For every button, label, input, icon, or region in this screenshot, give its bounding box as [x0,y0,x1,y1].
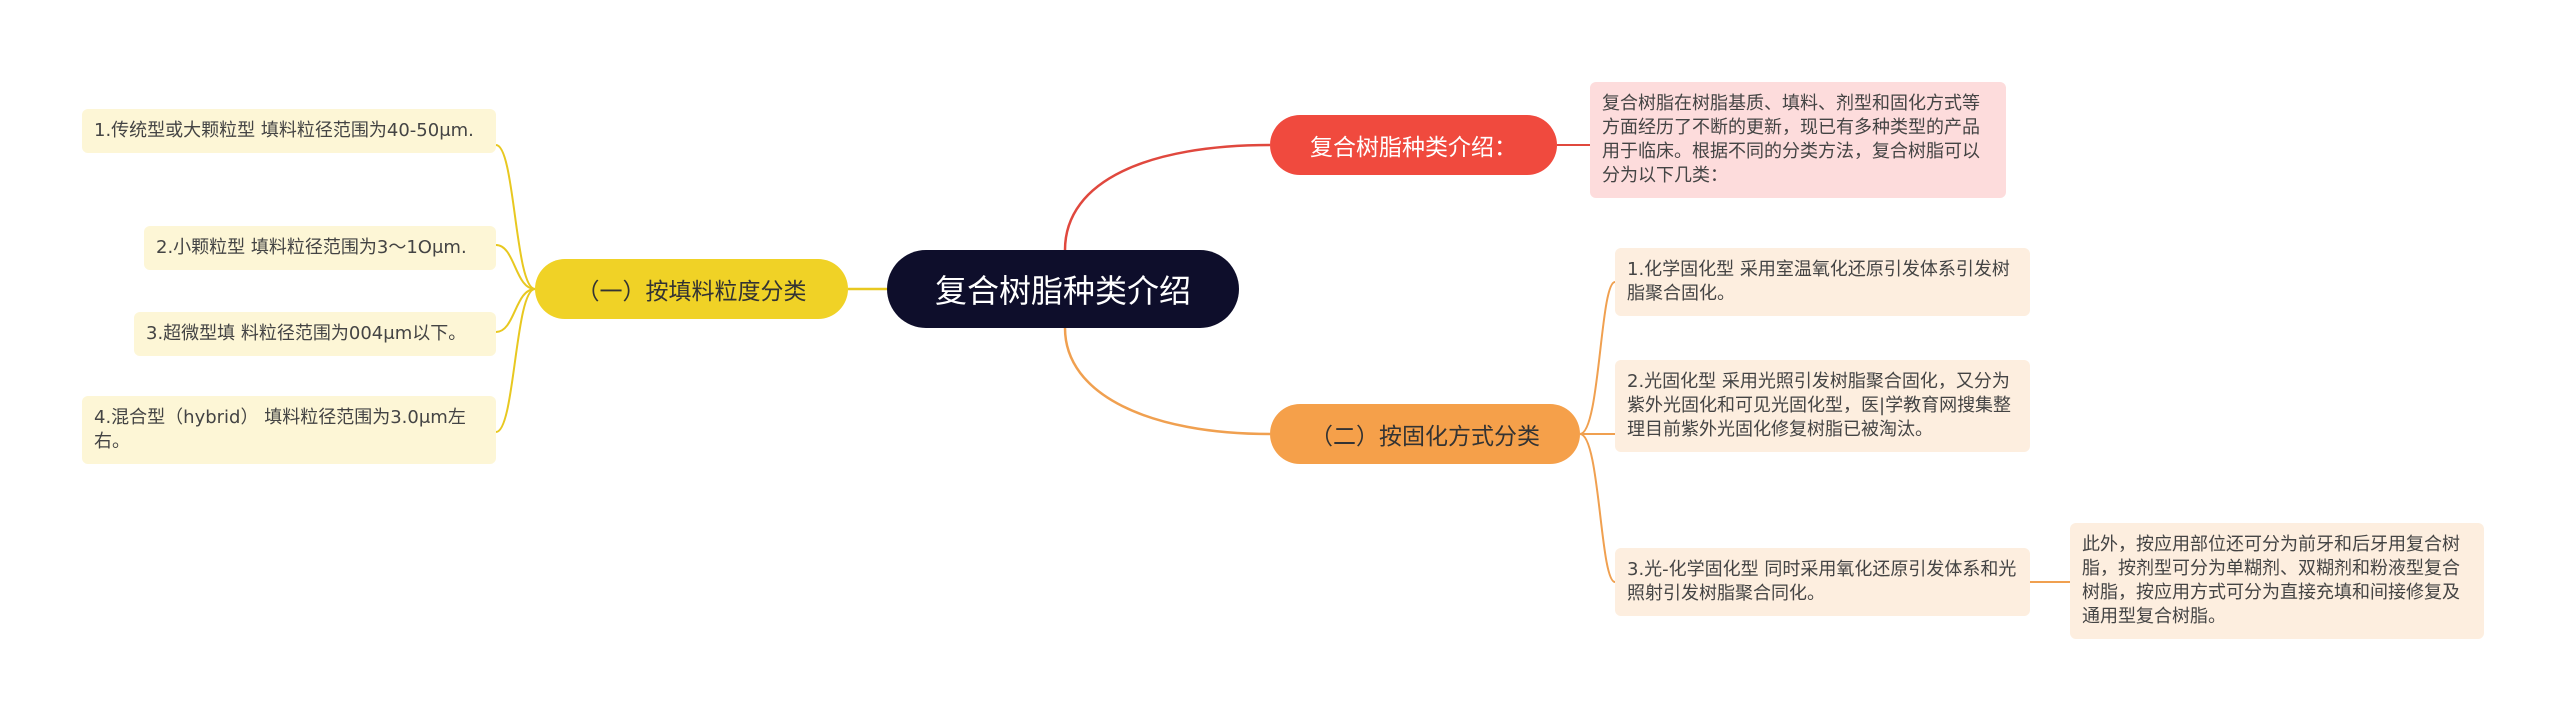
curing-leaf-2[interactable]: 2.光固化型 采用光照引发树脂聚合固化，又分为紫外光固化和可见光固化型，医|学教… [1615,360,2030,452]
particle-leaf-4[interactable]: 4.混合型（hybrid） 填料粒径范围为3.0μm左右。 [82,396,496,464]
curing-note[interactable]: 此外，按应用部位还可分为前牙和后牙用复合树脂，按剂型可分为单糊剂、双糊剂和粉液型… [2070,523,2484,639]
root-topic[interactable]: 复合树脂种类介绍 [887,250,1239,328]
particle-leaf-1[interactable]: 1.传统型或大颗粒型 填料粒径范围为40-50μm. [82,109,496,153]
branch-intro[interactable]: 复合树脂种类介绍： [1270,115,1557,175]
connector-particle-leaf-2 [495,244,536,290]
connector-root-intro [1063,143,1271,251]
curing-leaf-1[interactable]: 1.化学固化型 采用室温氧化还原引发体系引发树脂聚合固化。 [1615,248,2030,316]
branch-curing-method[interactable]: （二）按固化方式分类 [1270,404,1580,464]
connector-curing-leaf-1 [1579,281,1616,435]
branch-particle-size[interactable]: （一）按填料粒度分类 [535,259,848,319]
curing-leaf-3[interactable]: 3.光-化学固化型 同时采用氧化还原引发体系和光照射引发树脂聚合同化。 [1615,548,2030,616]
connector-root-curing [1063,327,1271,436]
connector-particle-leaf-1 [495,144,536,290]
connector-curing-leaf-3 [1579,433,1616,583]
connector-particle-leaf-3 [495,288,536,333]
connector-particle-leaf-4 [495,288,536,433]
particle-leaf-3[interactable]: 3.超微型填 料粒径范围为004μm以下。 [134,312,496,356]
intro-detail[interactable]: 复合树脂在树脂基质、填料、剂型和固化方式等方面经历了不断的更新，现已有多种类型的… [1590,82,2006,198]
particle-leaf-2[interactable]: 2.小颗粒型 填料粒径范围为3～1Oμm. [144,226,496,270]
